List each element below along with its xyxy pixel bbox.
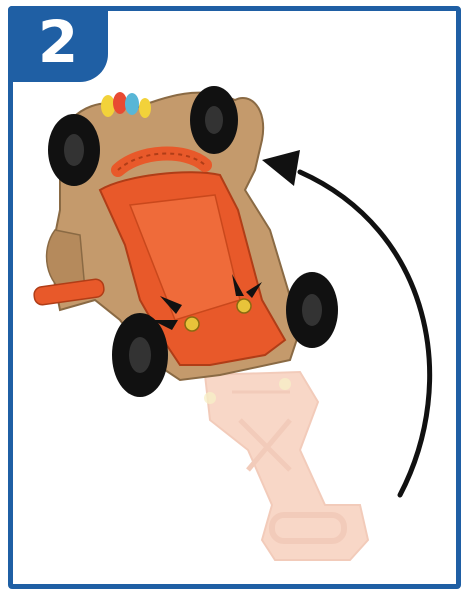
wheel-top-right	[190, 86, 238, 154]
rotation-arrow	[297, 169, 433, 498]
wheel-bottom-left	[112, 313, 168, 397]
step-badge: 2	[8, 6, 108, 82]
screw-right	[236, 298, 252, 314]
screw-indicators	[152, 274, 262, 330]
orange-chassis	[98, 146, 287, 366]
arrow-head-icon	[262, 150, 300, 186]
wheel-bottom-right	[286, 272, 338, 348]
antennas	[101, 92, 151, 118]
screw-left	[184, 316, 200, 332]
ghost-handle	[203, 370, 370, 561]
wheel-top-left	[48, 114, 100, 186]
step-number: 2	[37, 8, 79, 76]
steering-post	[33, 278, 105, 306]
